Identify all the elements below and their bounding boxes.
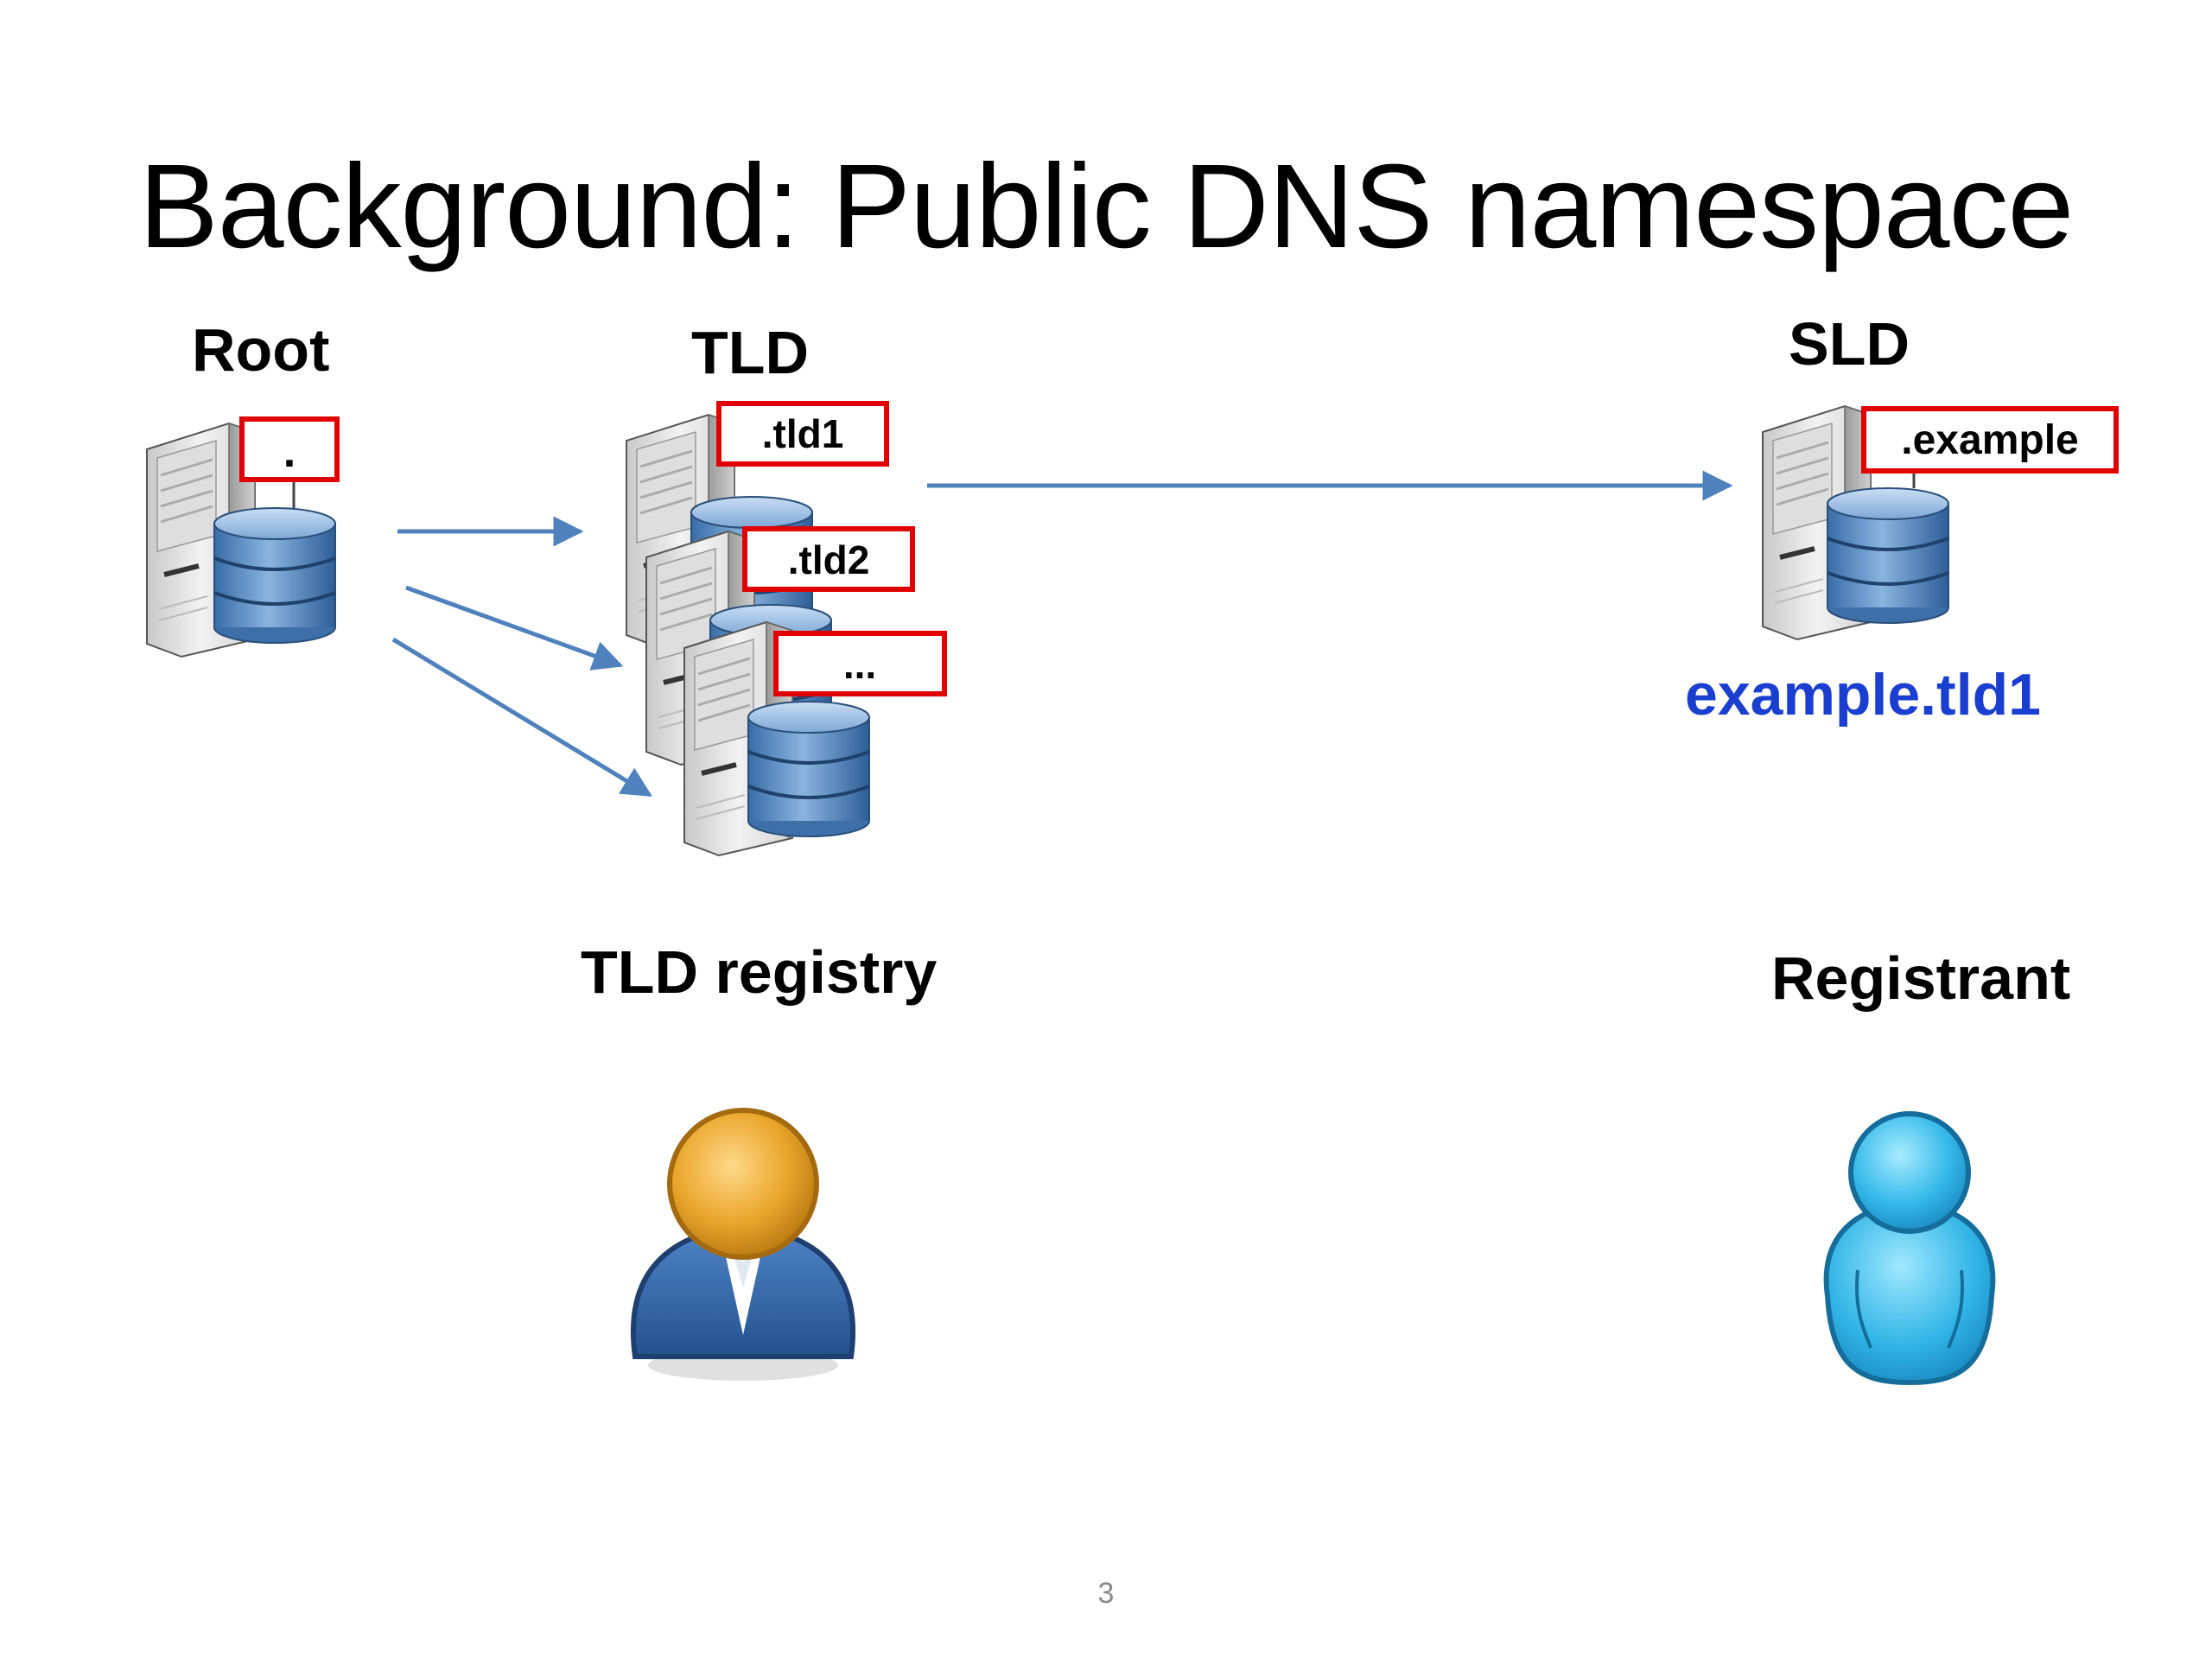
database-icon: [213, 506, 337, 645]
page-number: 3: [1097, 1577, 1115, 1610]
tld1-zone-label: .tld1: [762, 411, 844, 456]
registrant-label: Registrant: [1771, 944, 2071, 1012]
database-icon: [1826, 486, 1950, 625]
tld-more-zone-label: ...: [843, 642, 876, 687]
person-icon: [631, 1108, 855, 1381]
root-server: .: [147, 416, 340, 657]
tld2-zone-label: .tld2: [788, 537, 870, 582]
tld2-server: .tld2: [646, 526, 915, 765]
root-zone-label: .: [283, 427, 296, 477]
sld-label: SLD: [1789, 310, 1910, 378]
sld-zone-label: .example: [1901, 417, 2078, 463]
root-to-tld-arrows: [391, 516, 652, 798]
slide-title: Background: Public DNS namespace: [138, 140, 2075, 273]
tld-label: TLD: [691, 319, 810, 386]
root-label: Root: [192, 316, 330, 384]
tld1-server: .tld1: [626, 401, 889, 648]
sld-server: .example: [1763, 406, 2119, 639]
sld-domain-name: example.tld1: [1685, 662, 2041, 728]
tld-registry-label: TLD registry: [581, 938, 938, 1006]
person-icon: [1823, 1111, 1996, 1386]
tld-more-server: ...: [684, 622, 947, 855]
database-icon: [747, 700, 871, 838]
